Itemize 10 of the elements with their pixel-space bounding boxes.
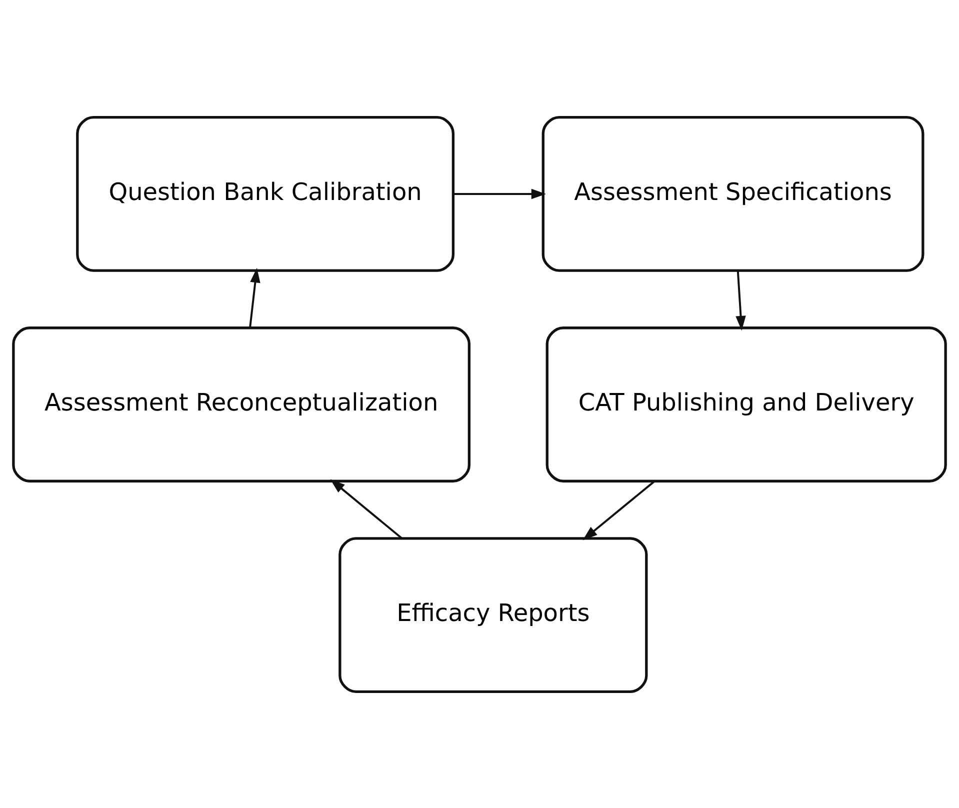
arrow — [736, 270, 746, 330]
arrow — [453, 188, 546, 199]
node-box: Assessment Specifications — [542, 116, 924, 272]
arrow — [582, 480, 656, 540]
node-box: Assessment Reconceptualization — [12, 326, 470, 482]
node-box: Efficacy Reports — [338, 536, 648, 692]
node-box: CAT Publishing and Delivery — [546, 326, 947, 482]
arrow — [330, 478, 402, 539]
node-box: Question Bank Calibration — [76, 116, 455, 272]
arrow — [249, 267, 260, 328]
